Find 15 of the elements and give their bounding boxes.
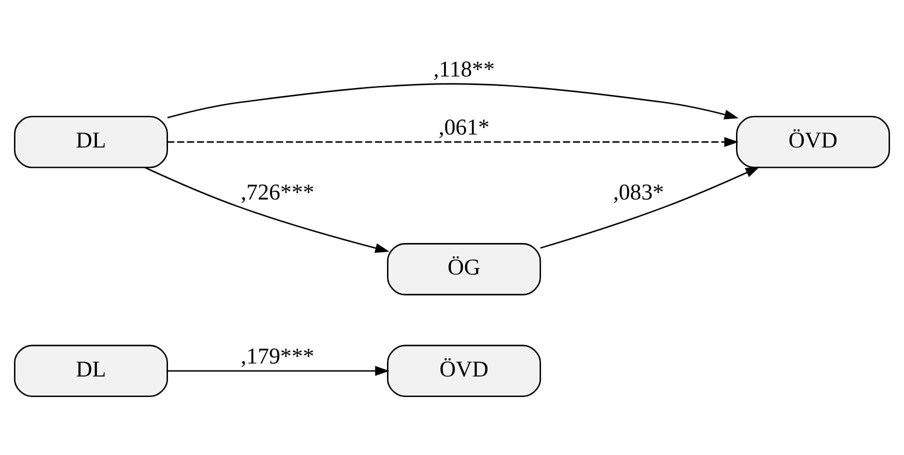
- edge-label: ,726***: [240, 180, 314, 205]
- arrow: [540, 166, 760, 249]
- edge-label: ,061*: [438, 114, 490, 140]
- node-box: ÖVD: [387, 344, 542, 398]
- edge-label: ,083*: [613, 180, 664, 205]
- node-box: ÖG: [387, 243, 542, 296]
- arrow: [167, 366, 390, 376]
- arrow: [167, 137, 738, 147]
- node-box: ÖVD: [736, 116, 890, 168]
- arrow: [145, 167, 390, 253]
- edge-label: ,118**: [433, 56, 495, 82]
- arrow: [167, 83, 739, 120]
- edge-label: ,179***: [240, 344, 314, 369]
- node-box: DL: [14, 116, 168, 168]
- node-box: DL: [14, 344, 168, 398]
